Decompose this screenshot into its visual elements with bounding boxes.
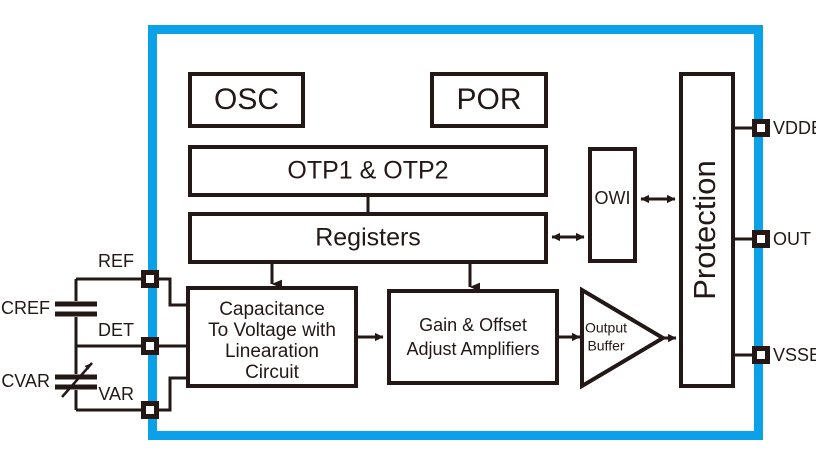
block-protection-label: Protection xyxy=(687,160,722,300)
pin-vsse-label: VSSE xyxy=(773,345,816,365)
block-output-buffer[interactable]: Output Buffer xyxy=(580,286,667,390)
gainoffset-line-2: Adjust Amplifiers xyxy=(406,339,539,359)
pin-vdde[interactable]: VDDE xyxy=(752,118,816,138)
block-cap-to-voltage[interactable]: Capacitance To Voltage with Linearation … xyxy=(186,286,358,388)
pin-det-label: DET xyxy=(98,320,134,340)
block-registers[interactable]: Registers xyxy=(188,212,548,264)
pin-out[interactable]: OUT xyxy=(752,229,811,249)
block-osc[interactable]: OSC xyxy=(188,72,305,128)
block-owi-label: OWI xyxy=(595,188,631,208)
pin-out-label: OUT xyxy=(773,229,811,249)
block-osc-label: OSC xyxy=(214,83,279,116)
pin-det[interactable]: DET xyxy=(98,320,159,355)
capacitor-cref-label: CREF xyxy=(1,298,50,318)
gainoffset-line-1: Gain & Offset xyxy=(419,315,527,335)
block-owi[interactable]: OWI xyxy=(588,147,637,263)
ref-routing xyxy=(150,277,188,307)
det-network xyxy=(74,344,150,374)
outbuffer-line-1: Output xyxy=(585,320,627,336)
block-por-label: POR xyxy=(456,83,521,116)
cvar-variable-arrow xyxy=(61,362,93,398)
cref-network xyxy=(55,277,150,346)
cap2volt-line-4: Circuit xyxy=(245,362,300,383)
cvar-network xyxy=(55,362,150,412)
block-registers-label: Registers xyxy=(315,224,421,252)
pin-ref[interactable]: REF xyxy=(98,251,159,288)
cap2volt-line-1: Capacitance xyxy=(219,299,325,320)
cap2volt-line-2: To Voltage with xyxy=(208,320,336,341)
capacitor-cvar-label: CVAR xyxy=(1,371,50,391)
outbuffer-line-2: Buffer xyxy=(587,338,624,354)
cap2volt-line-3: Linearation xyxy=(225,341,319,362)
pin-vsse[interactable]: VSSE xyxy=(752,345,816,365)
pin-var-label: VAR xyxy=(98,384,134,404)
var-routing xyxy=(150,376,188,412)
block-gain-offset[interactable]: Gain & Offset Adjust Amplifiers xyxy=(387,289,559,385)
pin-vdde-label: VDDE xyxy=(773,118,816,138)
block-por[interactable]: POR xyxy=(430,72,548,128)
block-protection[interactable]: Protection xyxy=(679,72,735,388)
pin-ref-label: REF xyxy=(98,251,134,271)
block-otp[interactable]: OTP1 & OTP2 xyxy=(188,145,548,197)
block-otp-label: OTP1 & OTP2 xyxy=(287,157,448,185)
pin-var[interactable]: VAR xyxy=(98,384,159,419)
